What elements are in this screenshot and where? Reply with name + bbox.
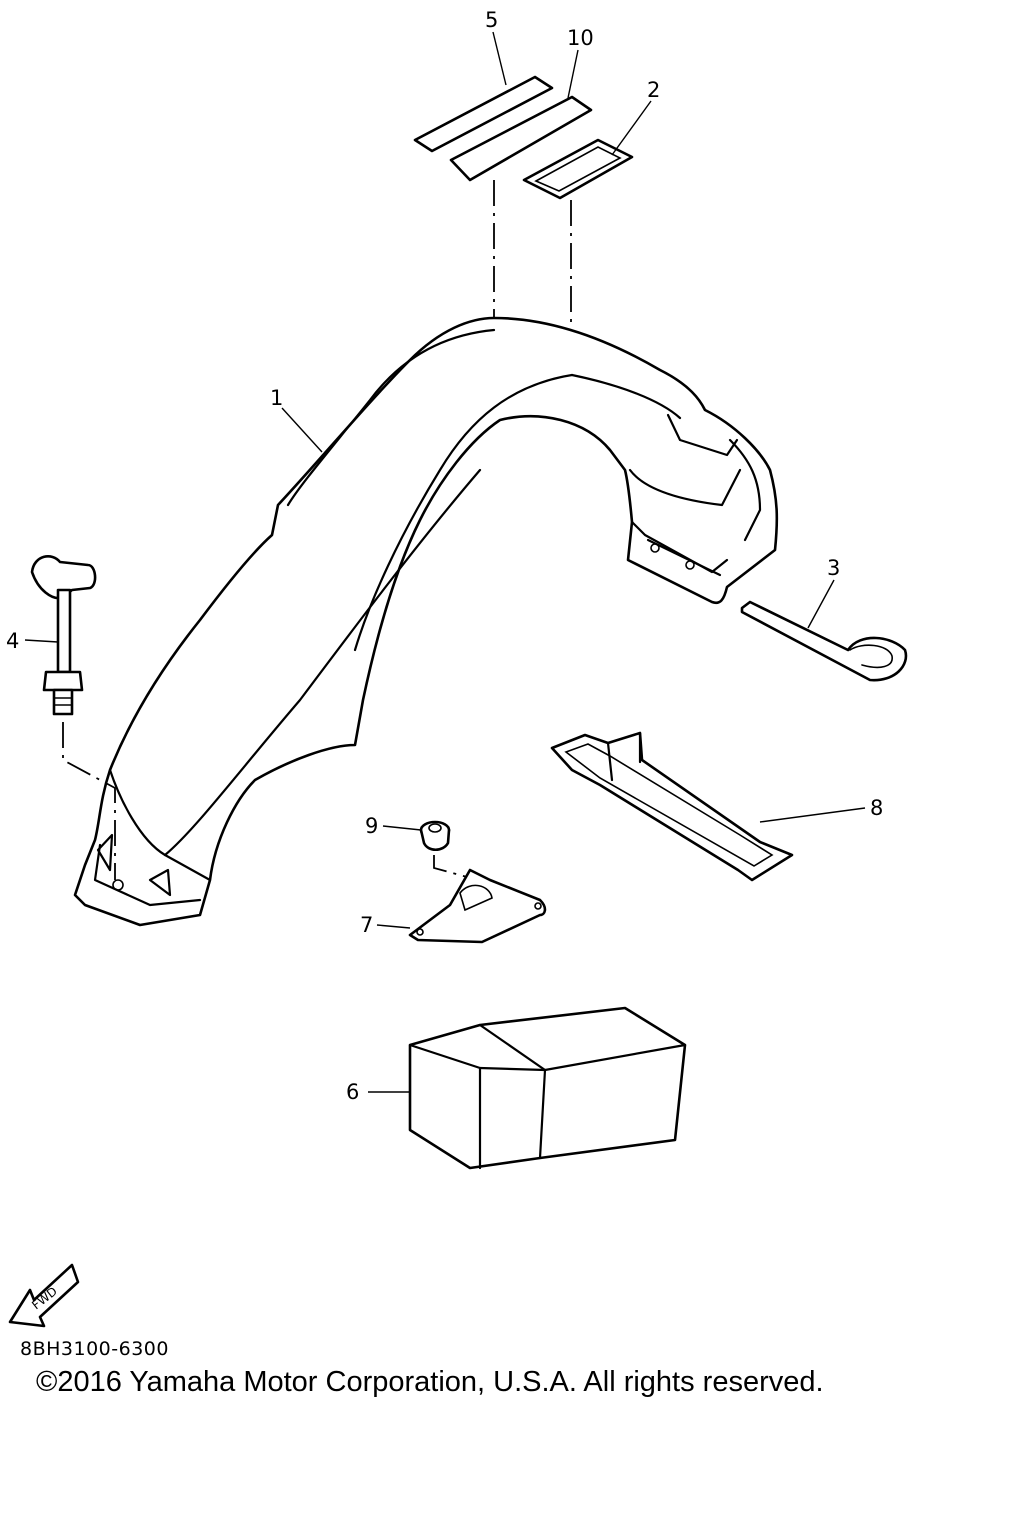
- callout-9: 9: [365, 814, 378, 838]
- part-3-rod[interactable]: [740, 600, 908, 682]
- callout-4: 4: [6, 629, 19, 653]
- part-5-decal[interactable]: [413, 75, 554, 153]
- part-10-decal[interactable]: [449, 95, 593, 182]
- centerline-bolt: [62, 722, 116, 880]
- part-6-box[interactable]: [408, 1006, 687, 1170]
- leader-1: [281, 407, 323, 453]
- leader-8: [759, 807, 866, 823]
- callout-5: 5: [485, 8, 498, 32]
- callout-8: 8: [870, 796, 883, 820]
- leader-10: [567, 49, 579, 99]
- part-7-bracket[interactable]: [408, 868, 547, 944]
- part-4-wing-bolt[interactable]: [30, 554, 97, 716]
- callout-10: 10: [567, 26, 594, 50]
- callout-2: 2: [647, 78, 660, 102]
- leader-4: [24, 639, 59, 643]
- part-8-band[interactable]: [550, 731, 794, 882]
- leader-5: [492, 31, 507, 86]
- part-1-fender[interactable]: [73, 316, 779, 927]
- leader-9: [382, 825, 422, 831]
- callout-1: 1: [270, 386, 283, 410]
- fwd-arrow-icon: FWD: [8, 1263, 80, 1328]
- leader-3: [807, 579, 835, 629]
- copyright-notice: ©2016 Yamaha Motor Corporation, U.S.A. A…: [36, 1366, 824, 1398]
- callout-3: 3: [827, 556, 840, 580]
- centerline-grommet: [433, 855, 479, 930]
- leader-7: [376, 924, 411, 929]
- part-9-grommet[interactable]: [419, 820, 451, 852]
- callout-6: 6: [346, 1080, 359, 1104]
- diagram-code: 8BH3100-6300: [20, 1338, 169, 1360]
- callout-7: 7: [360, 913, 373, 937]
- leader-2: [611, 100, 652, 156]
- part-2-label[interactable]: [522, 138, 634, 200]
